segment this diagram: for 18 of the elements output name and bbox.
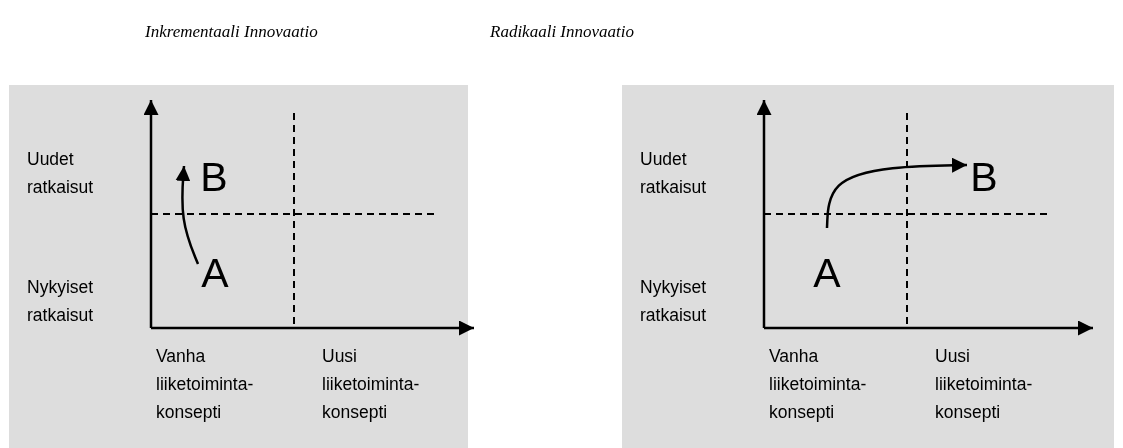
axis-label: Vanha liiketoiminta-konsepti (156, 345, 255, 424)
axis-label: Uusi liiketoiminta-konsepti (935, 345, 1034, 424)
panel-title: Inkrementaali Innovaatio (145, 22, 319, 42)
position-label: A (198, 250, 232, 296)
curved-arrow (825, 157, 967, 229)
axis-label: Uusi liiketoiminta-konsepti (322, 345, 421, 424)
position-label: B (197, 154, 231, 200)
axis-label: Nykyiset ratkaisut (27, 276, 95, 327)
quadrant-panel (9, 85, 468, 448)
axis-label: Uudet ratkaisut (27, 148, 95, 199)
axis-label: Vanha liiketoiminta-konsepti (769, 345, 868, 424)
axis-label: Nykyiset ratkaisut (640, 276, 708, 327)
panel-title: Radikaali Innovaatio (490, 22, 635, 42)
quadrant-panel (622, 85, 1114, 448)
axis-label: Uudet ratkaisut (640, 148, 708, 199)
position-label: A (810, 250, 844, 296)
position-label: B (967, 154, 1001, 200)
curved-arrow (175, 165, 200, 265)
